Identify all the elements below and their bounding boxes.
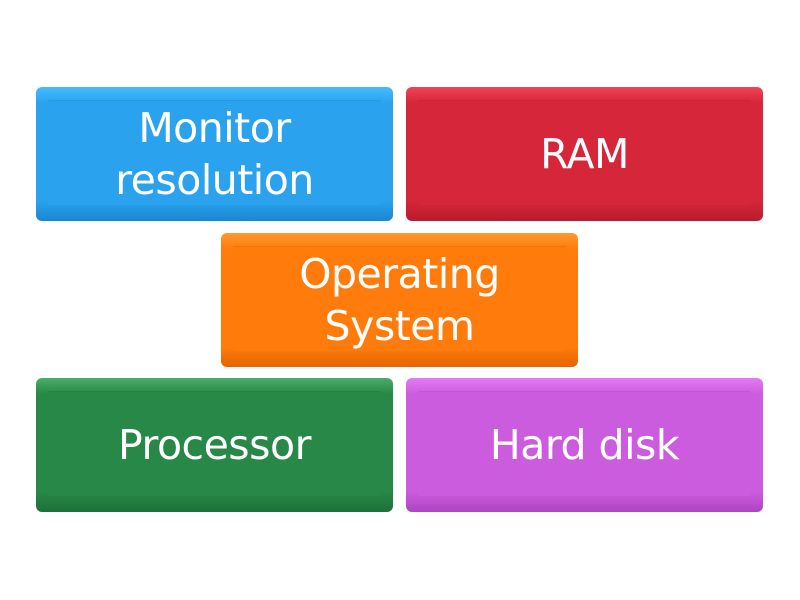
answer-tile-hard-disk[interactable]: Hard disk xyxy=(406,378,763,512)
tile-bevel xyxy=(233,246,566,351)
tile-label: RAM xyxy=(540,130,629,178)
answer-tile-ram[interactable]: RAM xyxy=(406,87,763,221)
tile-label: Monitor resolution xyxy=(115,104,314,204)
answer-tile-monitor-resolution[interactable]: Monitor resolution xyxy=(36,87,393,221)
tile-bevel xyxy=(418,391,751,496)
answer-tile-processor[interactable]: Processor xyxy=(36,378,393,512)
tile-bevel xyxy=(48,391,381,496)
tile-label: Operating System xyxy=(299,250,500,350)
tile-label: Processor xyxy=(118,421,311,469)
tile-bevel xyxy=(418,100,751,205)
answer-tile-operating-system[interactable]: Operating System xyxy=(221,233,578,367)
tile-bevel xyxy=(48,100,381,205)
tile-label: Hard disk xyxy=(489,421,680,469)
